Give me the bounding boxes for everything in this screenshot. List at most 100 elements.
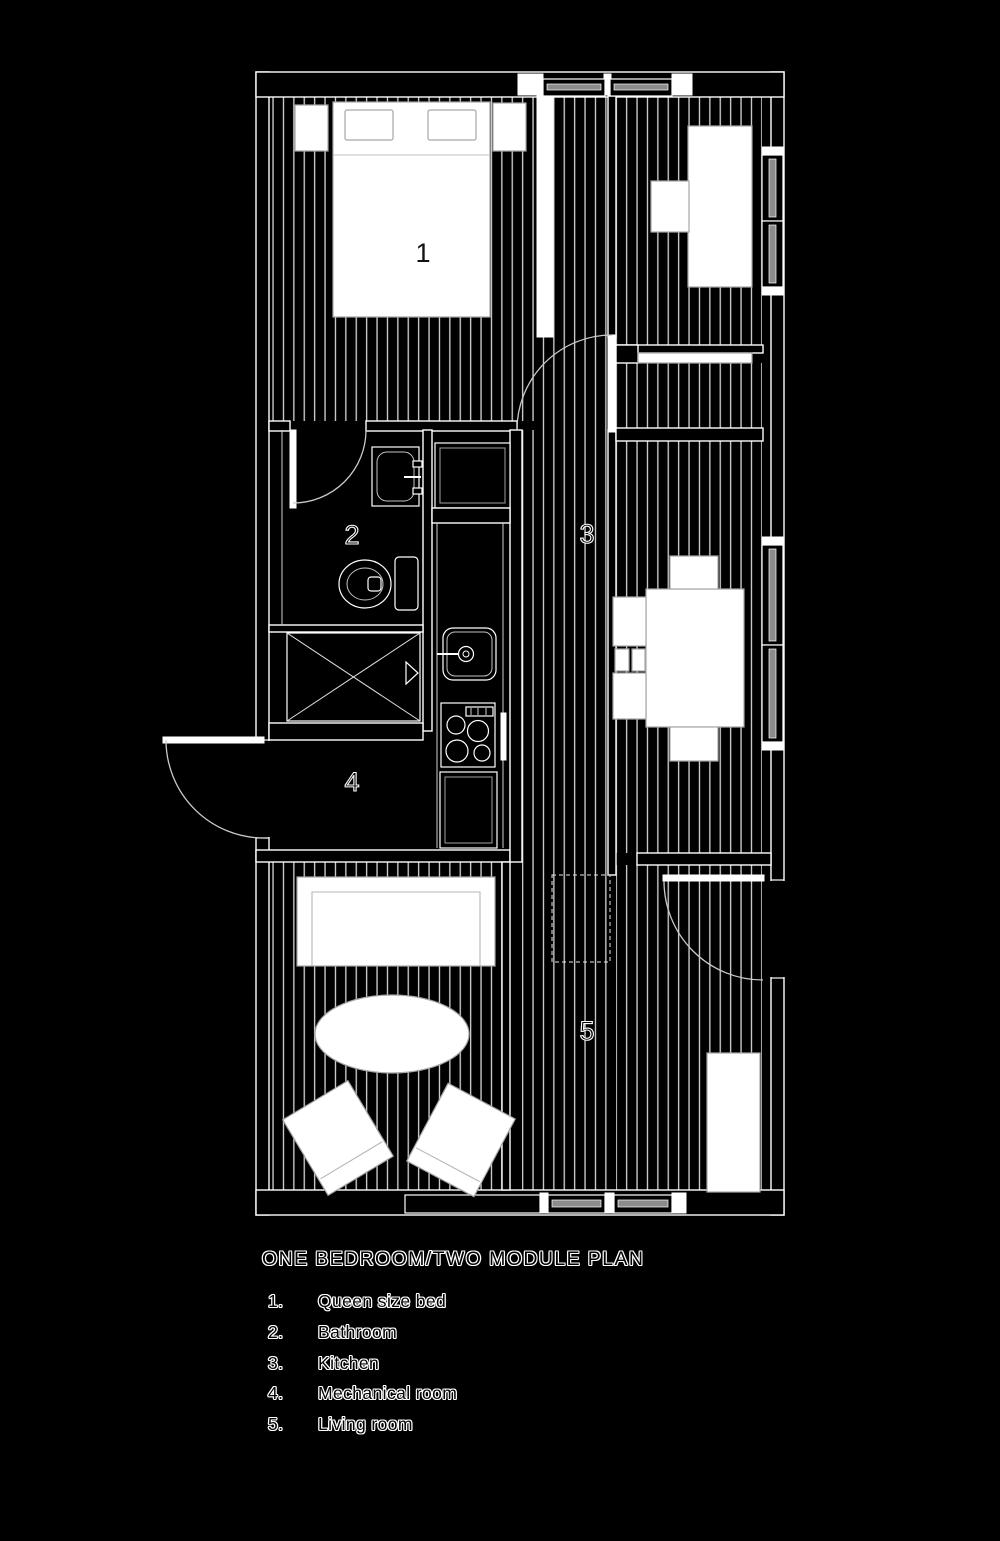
legend-item: 5. Living room — [268, 1414, 457, 1445]
legend-item: 3. Kitchen — [268, 1353, 457, 1384]
dishwasher — [439, 771, 498, 849]
legend-item-number: 4. — [268, 1383, 284, 1404]
legend-item-number: 1. — [268, 1291, 284, 1311]
faucet-handle — [412, 460, 423, 468]
nightstand-right — [492, 102, 527, 152]
bedroom-hall-wall — [536, 95, 554, 338]
counter-divider — [431, 507, 511, 524]
living-door-opening — [769, 881, 786, 977]
legend-item-number: 3. — [268, 1352, 284, 1373]
legend-item: 1. Queen size bed — [268, 1291, 457, 1322]
chair-back-line — [320, 1141, 383, 1180]
chair-arm — [614, 648, 630, 672]
closet-nook-floor — [616, 363, 762, 428]
legend: 1. Queen size bed 2. Bathroom 3. Kitchen… — [268, 1291, 457, 1445]
room-marker-bathroom: 2 — [344, 520, 359, 550]
pillow-left — [344, 109, 394, 141]
windows — [404, 73, 784, 1214]
window-glass — [768, 158, 777, 218]
closet-counter — [637, 352, 753, 364]
lounge-chair-left — [281, 1079, 395, 1197]
media-cabinet — [706, 1052, 761, 1193]
wall-post — [517, 73, 544, 96]
bedroom-bath-wall — [365, 420, 518, 432]
kitchen-fixtures — [431, 442, 611, 963]
window-glass — [546, 83, 602, 91]
window-glass — [768, 224, 777, 284]
living-door-swing-arc — [663, 880, 764, 981]
dining-chair-bottom — [669, 726, 719, 762]
legend-item-label: Queen size bed — [318, 1291, 447, 1311]
room-marker-kitchen: 3 — [579, 519, 594, 549]
burner — [446, 715, 466, 735]
window-glass — [617, 1199, 669, 1208]
nightstand-left — [294, 104, 329, 152]
burner — [466, 719, 490, 743]
legend-item: 4. Mechanical room — [268, 1383, 457, 1414]
bedroom-door-zone-floor — [537, 337, 553, 430]
refrigerator-inner — [439, 447, 506, 504]
shower-mech-wall — [268, 722, 424, 741]
coffee-table — [314, 994, 470, 1074]
bathroom-door-swing-arc — [292, 429, 367, 504]
bathroom-door-leaf — [289, 429, 297, 509]
wall-post — [761, 146, 784, 156]
kitchen-faucet — [457, 645, 475, 663]
mech-living-wall — [255, 849, 511, 863]
wall-post — [761, 741, 784, 751]
nook-bottom-wall — [615, 427, 764, 442]
desk-chair — [650, 180, 690, 233]
legend-item-number: 5. — [268, 1414, 284, 1435]
window-glass — [613, 83, 669, 91]
kitchen-wall-panel — [500, 712, 507, 761]
dining-furniture — [612, 125, 753, 762]
window-glass — [551, 1199, 602, 1208]
room-marker-living: 5 — [579, 1016, 594, 1046]
plan-title: ONE BEDROOM/TWO MODULE PLAN — [262, 1248, 645, 1270]
desk — [687, 125, 753, 288]
dining-living-wall — [636, 852, 772, 866]
dining-chair-top — [669, 555, 719, 590]
wall-post — [761, 286, 784, 296]
window-glass — [768, 548, 777, 642]
wall-post — [539, 1192, 549, 1214]
burner — [445, 739, 469, 763]
entry-door-opening — [254, 741, 271, 837]
dishwasher-inner — [444, 776, 493, 844]
bath-kitchen-wall — [422, 429, 433, 732]
chair-arm — [631, 648, 646, 672]
ceiling-feature-dashed — [551, 874, 611, 963]
room-marker-bed: 1 — [415, 238, 430, 268]
wall-post — [671, 1192, 687, 1214]
shower-valve-marker — [405, 660, 419, 686]
chair-back-line — [415, 1147, 480, 1183]
pillow-right — [427, 109, 477, 141]
hall-study-wall — [607, 95, 617, 338]
legend-item-number: 2. — [268, 1321, 284, 1342]
living-furniture — [281, 876, 761, 1198]
living-module-joint-wall — [501, 861, 511, 1191]
bedroom-door-swing-arc — [516, 334, 613, 431]
bath-shower-divider — [268, 624, 424, 633]
entry-door-leaf — [162, 736, 265, 744]
legend-item: 2. Bathroom — [268, 1322, 457, 1353]
lounge-chair-seat — [281, 1079, 395, 1197]
sofa-seat-line — [311, 891, 481, 966]
wall-post — [604, 1192, 615, 1214]
legend-item-label: Living room — [318, 1414, 413, 1435]
wall-post — [761, 536, 784, 546]
kitchen-faucet-inner — [462, 650, 470, 658]
lounge-chair-right — [405, 1082, 517, 1198]
sofa — [296, 876, 496, 967]
window-glass — [768, 648, 777, 739]
refrigerator — [434, 442, 511, 509]
dining-table — [645, 588, 745, 728]
bedroom-bath-wall — [268, 420, 291, 432]
dining-chair-left-lower — [612, 672, 647, 720]
legend-item-label: Bathroom — [318, 1321, 398, 1342]
legend-item-label: Mechanical room — [318, 1383, 458, 1404]
doors — [162, 334, 765, 981]
wall-post — [671, 73, 693, 96]
lounge-chair-seat — [405, 1082, 517, 1198]
